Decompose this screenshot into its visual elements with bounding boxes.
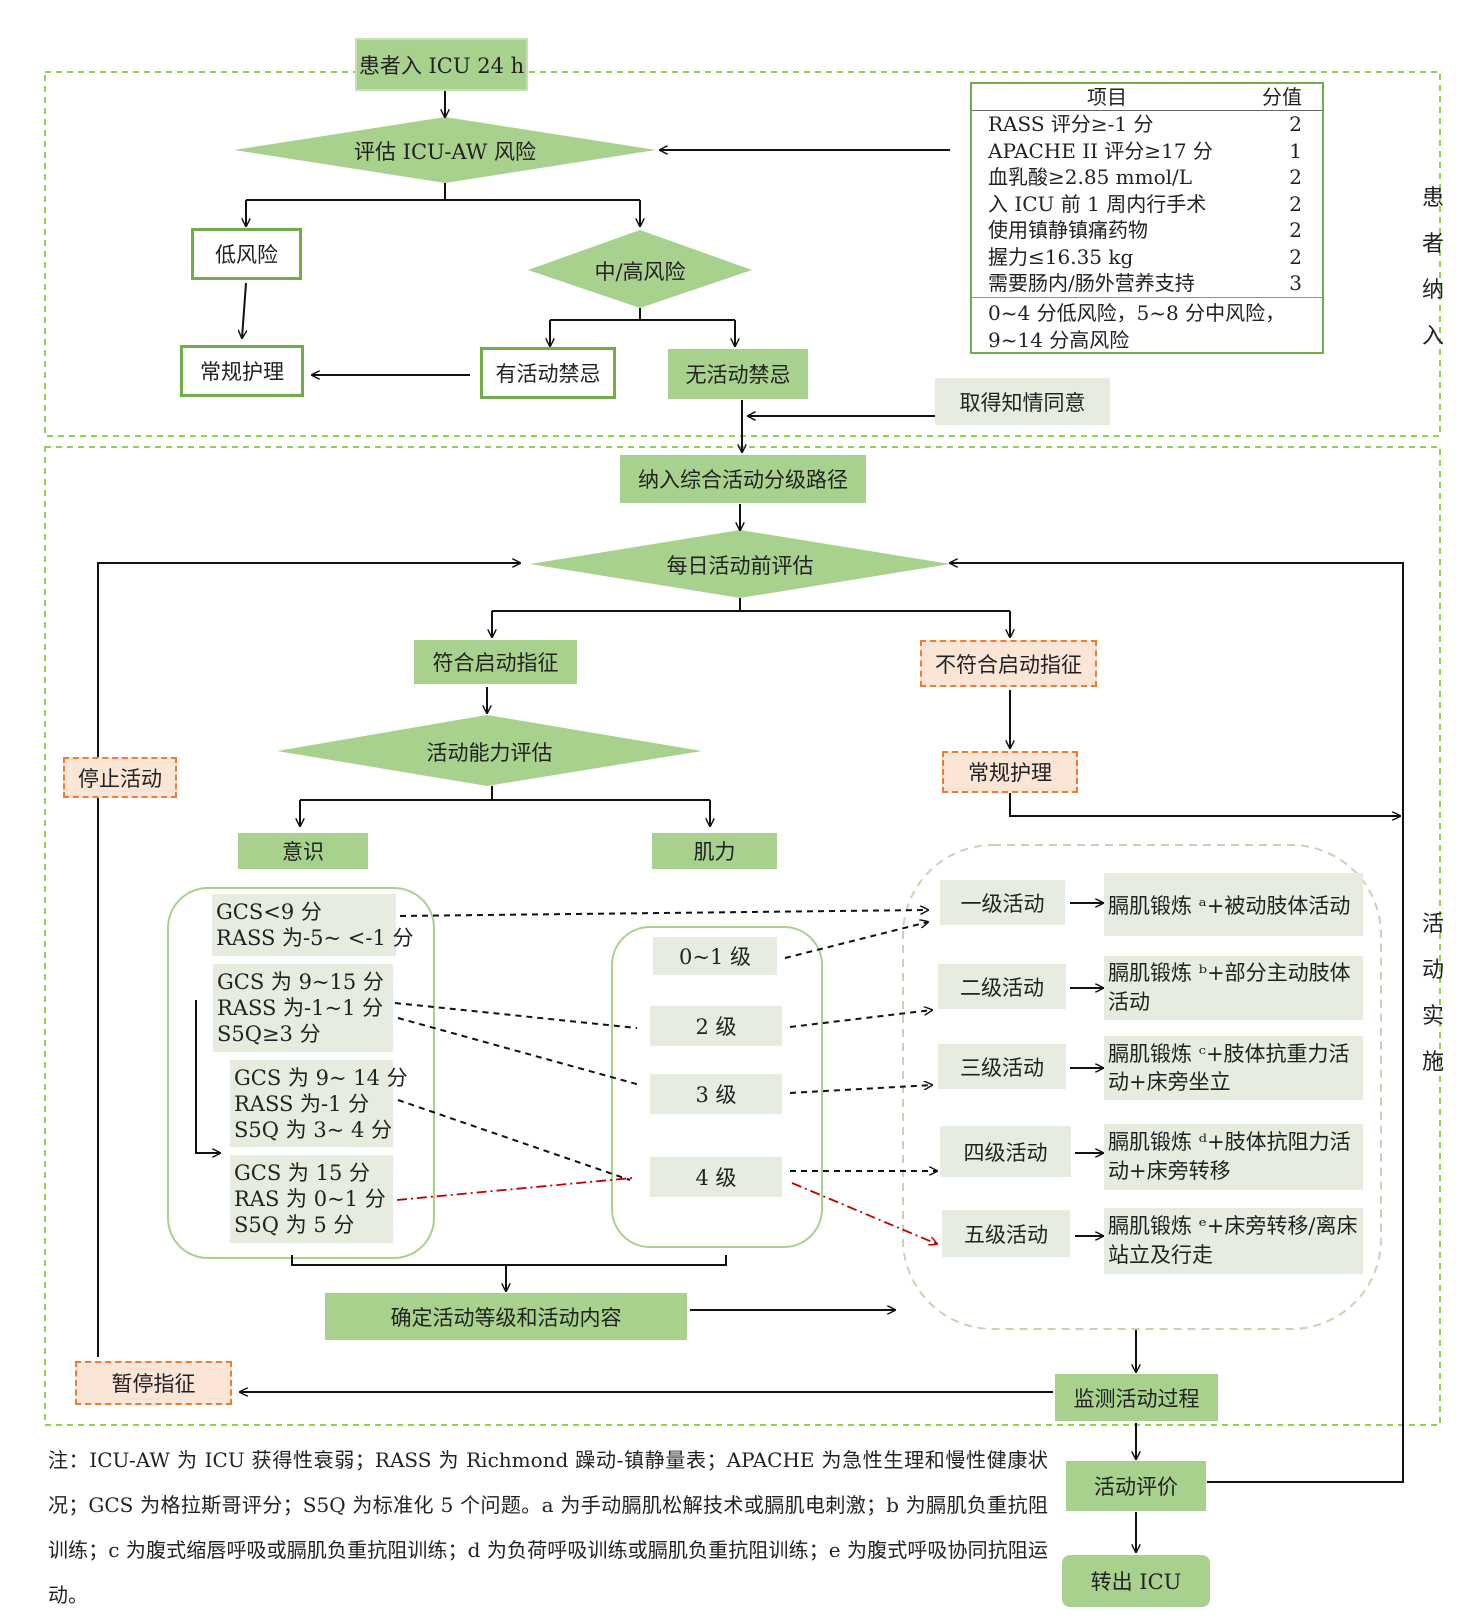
section-char: 活	[1421, 912, 1444, 937]
level-1: 一级活动	[940, 880, 1065, 925]
criterion-text: RASS 为-1~1 分	[217, 996, 384, 1020]
level-2: 二级活动	[938, 964, 1066, 1009]
row-score: 2	[1289, 112, 1302, 136]
section-char: 入	[1421, 324, 1444, 349]
footnote: 注：ICU-AW 为 ICU 获得性衰弱；RASS 为 Richmond 躁动-…	[48, 1448, 1048, 1607]
section-label-enroll: 患 者 纳 入	[1418, 176, 1448, 360]
level-2-content: 膈肌锻炼 ᵇ+部分主动肢体活动	[1104, 956, 1363, 1020]
diamond-assess-risk	[234, 117, 656, 183]
row-score: 2	[1289, 244, 1302, 269]
row-score: 2	[1289, 191, 1302, 216]
strength-group	[611, 926, 823, 1248]
pathway-node: 纳入综合活动分级路径	[620, 455, 866, 503]
row-item: 血乳酸≥2.85 mmol/L	[988, 165, 1193, 189]
row-score: 2	[1289, 218, 1302, 242]
grade-2: 2 级	[650, 1006, 782, 1046]
level-4-content: 膈肌锻炼 ᵈ+肢体抗阻力活动+床旁转移	[1104, 1124, 1363, 1190]
grade-3: 3 级	[650, 1074, 782, 1114]
table-row: 需要肠内/肠外营养支持 3	[972, 270, 1322, 297]
level-4: 四级活动	[940, 1126, 1071, 1177]
stop-activity-node: 停止活动	[63, 757, 177, 798]
start-node: 患者入 ICU 24 h	[355, 38, 528, 91]
table-row: 血乳酸≥2.85 mmol/L 2	[972, 164, 1322, 191]
col-score-header: 分值	[1262, 85, 1302, 109]
table-row: 使用镇静镇痛药物 2	[972, 217, 1322, 244]
consciousness-group-1: GCS<9 分 RASS 为-5~ <-1 分	[212, 894, 414, 956]
evaluate-node: 活动评价	[1066, 1461, 1206, 1511]
grade-4: 4 级	[650, 1157, 782, 1197]
criterion-text: S5Q 为 5 分	[234, 1213, 355, 1237]
col-item-header: 项目	[1087, 85, 1127, 109]
criterion-text: RASS 为-1 分	[234, 1091, 370, 1116]
section-label-implement: 活 动 实 施	[1418, 902, 1448, 1086]
determine-node: 确定活动等级和活动内容	[325, 1293, 687, 1340]
level-5: 五级活动	[942, 1210, 1070, 1257]
diamond-daily-assess	[530, 530, 950, 598]
row-item: 入 ICU 前 1 周内行手术	[988, 191, 1207, 216]
row-score: 2	[1289, 165, 1302, 189]
level-5-content: 膈肌锻炼 ᵉ+床旁转移/离床站立及行走	[1104, 1208, 1363, 1274]
table-row: 入 ICU 前 1 周内行手术 2	[972, 191, 1322, 218]
low-risk-node: 低风险	[191, 228, 302, 280]
transfer-node: 转出 ICU	[1062, 1555, 1210, 1607]
consent-node: 取得知情同意	[935, 378, 1110, 425]
section-char: 实	[1421, 1004, 1444, 1029]
section-char: 纳	[1421, 278, 1444, 303]
risk-score-table: 项目 分值 RASS 评分≥-1 分 2 APACHE II 评分≥17 分 1 血…	[970, 82, 1324, 354]
consciousness-group	[167, 887, 435, 1259]
table-header: 项目 分值	[972, 84, 1322, 111]
consciousness-group-2: GCS 为 9~15 分 RASS 为-1~1 分 S5Q≥3 分	[213, 964, 393, 1052]
grade-0-1: 0~1 级	[653, 937, 777, 975]
assess-risk-label: 评估 ICU-AW 风险	[353, 139, 537, 164]
monitor-node: 监测活动过程	[1055, 1374, 1218, 1421]
no-contraindication-node: 无活动禁忌	[668, 349, 808, 399]
routine-care-node-2: 常规护理	[942, 751, 1078, 793]
criterion-text: RAS 为 0~1 分	[234, 1187, 386, 1211]
criterion-text: RASS 为-5~ <-1 分	[216, 926, 414, 950]
row-item: APACHE II 评分≥17 分	[988, 138, 1213, 163]
row-item: RASS 评分≥-1 分	[988, 112, 1154, 136]
level-3-content: 膈肌锻炼 ᶜ+肢体抗重力活动+床旁坐立	[1104, 1036, 1363, 1100]
diamond-ability-assess	[277, 715, 702, 786]
criterion-text: S5Q 为 3~ 4 分	[234, 1117, 392, 1142]
criterion-text: GCS 为 9~15 分	[217, 970, 384, 994]
level-1-content: 膈肌锻炼 ᵃ+被动肢体活动	[1104, 873, 1363, 936]
row-item: 使用镇静镇痛药物	[988, 218, 1148, 242]
table-row: APACHE II 评分≥17 分 1	[972, 138, 1322, 165]
not-meets-criteria-node: 不符合启动指征	[920, 640, 1097, 687]
level-3: 三级活动	[938, 1044, 1066, 1089]
diamond-mid-high-risk	[528, 230, 752, 308]
criterion-text: GCS<9 分	[216, 900, 322, 924]
strength-header: 肌力	[652, 833, 777, 869]
meets-criteria-node: 符合启动指征	[414, 640, 577, 684]
mid-high-risk-label: 中/高风险	[594, 259, 686, 284]
table-row: 握力≤16.35 kg 2	[972, 244, 1322, 271]
routine-care-node: 常规护理	[180, 345, 304, 397]
row-score: 3	[1289, 271, 1302, 295]
ability-assess-label: 活动能力评估	[426, 740, 553, 765]
criterion-text: S5Q≥3 分	[217, 1022, 321, 1046]
criterion-text: GCS 为 15 分	[234, 1161, 370, 1185]
section-char: 施	[1421, 1050, 1444, 1075]
pause-node: 暂停指征	[75, 1361, 232, 1405]
table-row: RASS 评分≥-1 分 2	[972, 111, 1322, 138]
section-char: 患	[1421, 186, 1444, 211]
row-item: 握力≤16.35 kg	[988, 244, 1134, 269]
contraindicated-node: 有活动禁忌	[480, 347, 616, 399]
criterion-text: GCS 为 9~ 14 分	[234, 1065, 408, 1090]
consciousness-group-3: GCS 为 9~ 14 分 RASS 为-1 分 S5Q 为 3~ 4 分	[230, 1060, 408, 1147]
table-footer: 0~4 分低风险，5~8 分中风险，9~14 分高风险	[972, 296, 1322, 356]
section-char: 动	[1421, 958, 1444, 983]
daily-assess-label: 每日活动前评估	[666, 553, 814, 578]
section-char: 者	[1421, 232, 1444, 257]
row-score: 1	[1289, 138, 1302, 163]
consciousness-group-4: GCS 为 15 分 RAS 为 0~1 分 S5Q 为 5 分	[230, 1155, 393, 1243]
consciousness-header: 意识	[238, 833, 368, 869]
row-item: 需要肠内/肠外营养支持	[988, 271, 1195, 295]
